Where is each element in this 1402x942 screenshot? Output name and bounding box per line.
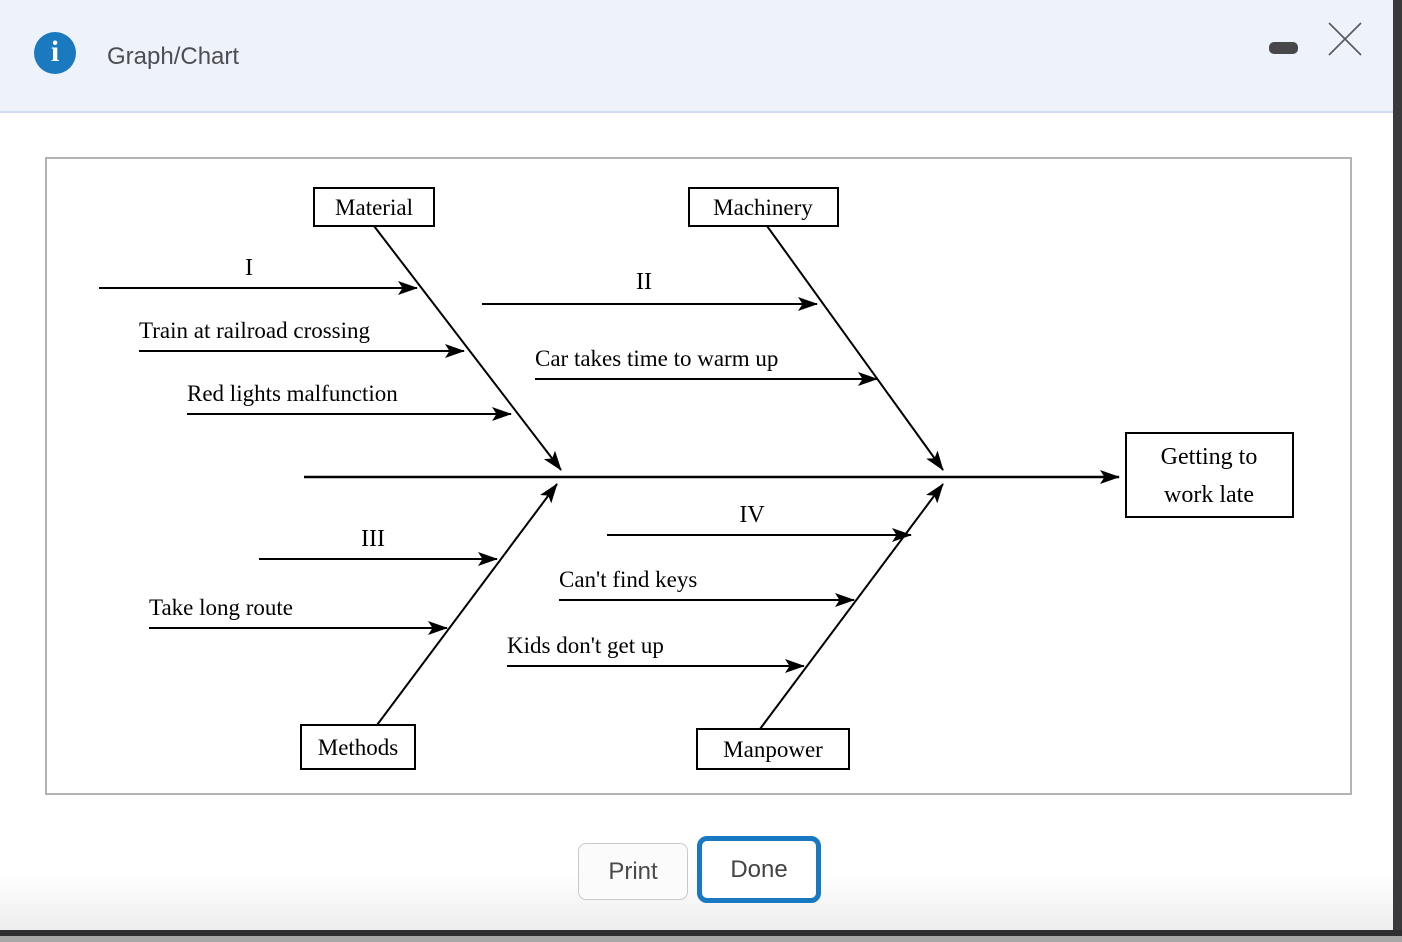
category-box-manpower xyxy=(696,728,850,770)
window-right-border xyxy=(1393,0,1402,936)
material-bone xyxy=(373,225,562,471)
cause-label: I xyxy=(245,255,253,281)
cause-label: Can't find keys xyxy=(559,567,697,592)
minimize-icon[interactable] xyxy=(1269,42,1298,54)
manpower-bone xyxy=(759,483,944,730)
category-box-machinery xyxy=(688,187,839,227)
cause-label: Take long route xyxy=(149,595,293,620)
category-label: Machinery xyxy=(713,195,813,220)
effect-label-line1: Getting to xyxy=(1161,444,1258,470)
methods-bone xyxy=(376,483,558,726)
category-label: Manpower xyxy=(723,737,823,762)
cause-label: Kids don't get up xyxy=(507,633,664,658)
print-button[interactable]: Print xyxy=(578,843,688,900)
cause-label: IV xyxy=(739,502,765,528)
cause-label: Car takes time to warm up xyxy=(535,346,778,371)
category-box-material xyxy=(313,187,435,227)
desktop-background-strip xyxy=(0,936,1402,942)
done-button[interactable]: Done xyxy=(697,836,821,903)
window-bottom-border xyxy=(0,930,1402,936)
close-icon[interactable] xyxy=(1326,20,1364,58)
category-label: Material xyxy=(335,195,413,220)
effect-box xyxy=(1125,432,1294,518)
cause-label: Train at railroad crossing xyxy=(139,318,371,343)
fishbone-diagram-canvas: I Train at railroad crossing Red lights … xyxy=(45,157,1352,795)
category-box-methods xyxy=(300,724,416,770)
cause-label: II xyxy=(636,269,652,295)
effect-label-line2: work late xyxy=(1164,482,1254,508)
dialog-title: Graph/Chart xyxy=(107,42,240,70)
dialog-header: i Graph/Chart xyxy=(0,0,1393,113)
info-icon: i xyxy=(34,32,76,74)
machinery-bone xyxy=(766,225,944,471)
cause-label: III xyxy=(361,526,385,552)
cause-label: Red lights malfunction xyxy=(187,381,398,406)
footer-fade xyxy=(0,872,1393,930)
category-label: Methods xyxy=(318,735,399,760)
